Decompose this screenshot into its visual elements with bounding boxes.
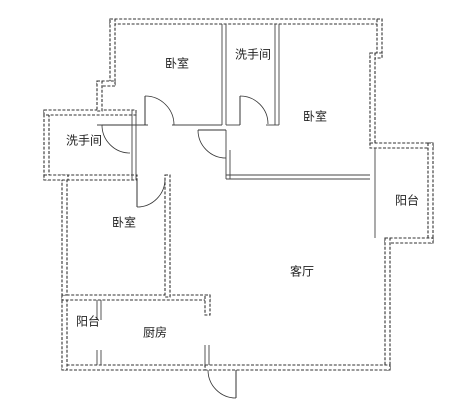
- label-bathroom-left: 洗手间: [66, 134, 102, 148]
- door-bedroom-left: [136, 178, 166, 208]
- wall-left-bedroom-top: [61, 174, 138, 181]
- wall-left-bedroom-left: [61, 174, 68, 296]
- wall-kitchen-top: [61, 294, 211, 301]
- wall-balcony-right-side: [427, 142, 434, 244]
- wall-bath-left-side: [43, 109, 50, 181]
- wall-bottom-right: [204, 364, 391, 371]
- wall-bath-left-top: [43, 109, 137, 116]
- wall-balcony-right-top: [369, 142, 434, 149]
- label-balcony-right: 阳台: [395, 193, 419, 208]
- room-labels: 卧室 洗手间 卧室 洗手间 卧室 阳台 客厅 阳台 厨房: [66, 48, 419, 340]
- wall-bedroom-top-left-side: [109, 18, 116, 86]
- label-bedroom-right: 卧室: [303, 109, 327, 124]
- wall-bath-left-bottom: [43, 174, 69, 181]
- label-bedroom-top-left: 卧室: [165, 56, 189, 71]
- wall-right-upper: [369, 52, 376, 146]
- wall-bottom-left: [61, 364, 206, 371]
- wall-right-lower: [384, 237, 391, 371]
- label-living-room: 客厅: [290, 264, 314, 279]
- wall-bedroom-step-down: [96, 80, 103, 112]
- wall-kitchen-left: [61, 294, 68, 371]
- doors: [101, 95, 269, 399]
- wall-top: [109, 18, 383, 25]
- door-bedroom-top-left: [144, 95, 175, 126]
- interior-walls: [96, 24, 376, 365]
- wall-right-notch: [369, 52, 383, 59]
- exterior-walls: [43, 18, 434, 371]
- door-bathroom-left: [101, 124, 131, 154]
- label-bedroom-left: 卧室: [112, 215, 136, 230]
- label-balcony-bottom: 阳台: [76, 314, 100, 329]
- door-bedroom-right: [197, 129, 227, 159]
- label-kitchen: 厨房: [143, 325, 167, 340]
- label-bathroom-top: 洗手间: [235, 48, 271, 62]
- wall-top-right-step: [376, 18, 383, 58]
- wall-left-bedroom-right: [164, 174, 171, 298]
- door-bathroom-top: [239, 95, 269, 125]
- door-entrance: [207, 369, 237, 399]
- wall-kitchen-right-stub: [204, 294, 211, 316]
- wall-balcony-right-bottom: [384, 237, 434, 244]
